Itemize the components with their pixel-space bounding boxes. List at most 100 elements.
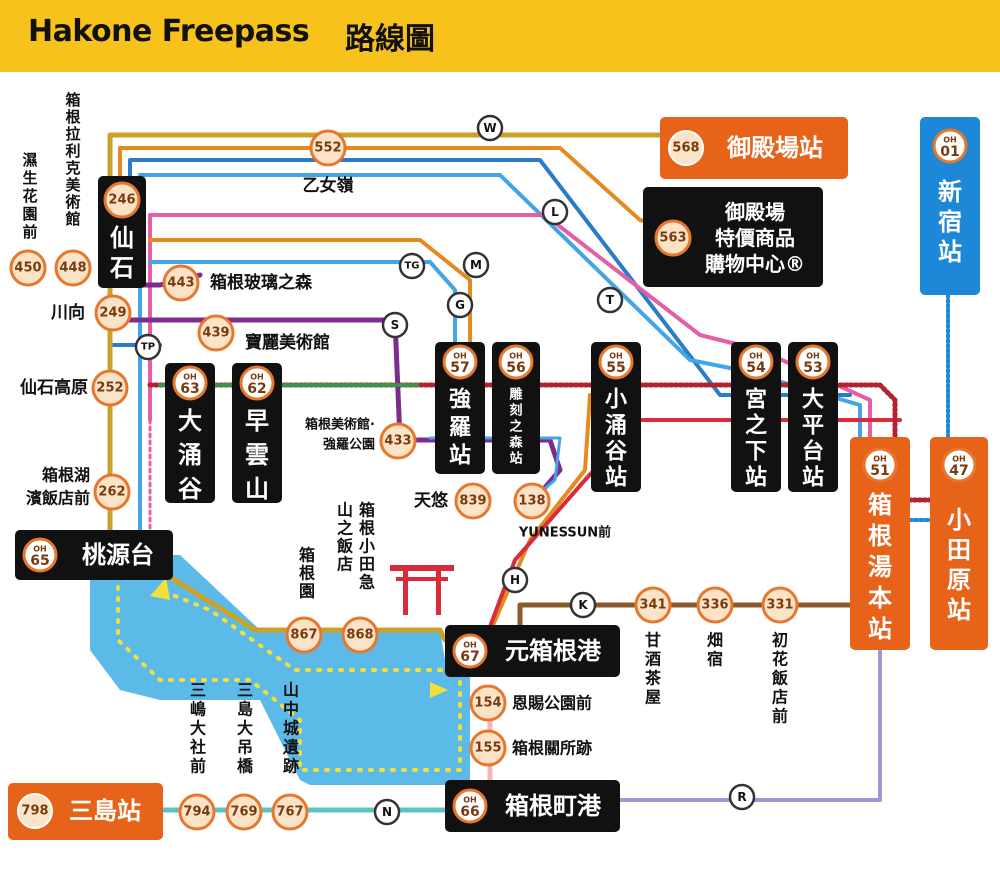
station-name: 山	[245, 475, 269, 503]
station-number: 67	[460, 649, 479, 665]
stop-name: 甘	[645, 631, 661, 650]
stop-name: 之	[337, 519, 353, 538]
stop-name: 山	[283, 681, 299, 700]
bus-stop-331	[761, 586, 799, 624]
station-line-code: OH	[943, 136, 957, 145]
bus-stop-336	[696, 586, 734, 624]
station-name: 台	[802, 439, 824, 465]
brand-title: Hakone Freepass	[28, 14, 310, 49]
stop-name: 嶋	[190, 700, 206, 719]
stop-name: 遺	[283, 738, 300, 757]
stop-name: 花	[22, 187, 37, 205]
station-number: 51	[870, 463, 889, 479]
stop-name: YUNESSUN前	[518, 525, 611, 541]
station-number: 01	[940, 144, 959, 160]
station-name: 原	[947, 566, 971, 594]
stop-name: 屋	[645, 688, 661, 707]
bus-stop-code: 331	[766, 598, 793, 613]
station-name: 站	[868, 615, 892, 643]
bus-stop-839	[454, 482, 492, 520]
bus-stop-code: 794	[183, 805, 210, 820]
station-line-code: OH	[952, 455, 966, 464]
station-name: 箱根町港	[505, 792, 602, 820]
station-shinjuku	[920, 117, 980, 295]
station-name: 御殿場站	[726, 134, 823, 162]
stop-name: 園	[299, 582, 315, 601]
station-name: 站	[947, 596, 971, 624]
stop-name: 箱根玻璃之森	[210, 272, 313, 293]
bus-stop-code: 839	[459, 494, 486, 509]
station-number: 66	[460, 804, 479, 820]
bus-stop-450	[9, 249, 47, 287]
stop-name: 三	[190, 681, 206, 700]
bus-stop-443	[162, 264, 200, 302]
station-name: 之	[745, 413, 767, 439]
station-line-code: OH	[463, 796, 477, 805]
station-number-icon	[452, 633, 488, 669]
stop-name: 根	[359, 519, 375, 538]
route-marker-label: G	[455, 298, 465, 312]
station-name: 田	[947, 536, 971, 564]
station-name: 桃源台	[82, 541, 154, 569]
bus-stop-867	[285, 616, 323, 654]
bus-stop-code: 341	[639, 598, 666, 613]
route-marker-label: M	[470, 258, 482, 272]
bus-stop-code: 246	[108, 193, 135, 208]
route-marker-tp	[134, 333, 162, 361]
station-line-code: OH	[183, 373, 197, 382]
stop-name: 島	[237, 700, 253, 719]
bus-stop-552	[309, 129, 347, 167]
stop-name: 前	[190, 757, 206, 776]
station-name: 購物中心®	[705, 252, 805, 276]
ferry-route	[116, 563, 462, 772]
station-name: 仙	[110, 224, 134, 252]
route-marker-w	[476, 114, 504, 142]
lake-ashi	[90, 555, 470, 785]
stop-name: 宿	[707, 650, 723, 669]
bus-stop-563	[654, 219, 692, 257]
bus-stop-code: 798	[21, 804, 48, 819]
station-number-icon	[941, 447, 977, 483]
station-name: 雕	[509, 387, 522, 403]
station-name: 下	[745, 440, 767, 465]
stop-name: 小	[359, 537, 375, 556]
bus-stop-code: 568	[672, 141, 699, 156]
station-number: 63	[180, 381, 199, 397]
stop-name: 飯	[771, 669, 788, 688]
stop-labels: 乙女嶺濕生花園前箱根拉利克美術館箱根玻璃之森川向寶麗美術館仙石高原箱根美術館·強…	[20, 91, 788, 776]
stop-name: 美	[65, 176, 81, 194]
bus-stop-794	[178, 793, 216, 831]
stop-name: 利	[65, 142, 80, 160]
route-line	[107, 237, 448, 643]
bus-stop-767	[271, 793, 309, 831]
station-name: 御殿場	[724, 200, 785, 224]
route-marker-m	[462, 251, 490, 279]
bus-stop-code: 867	[290, 628, 317, 643]
route-marker-label: TP	[141, 342, 155, 353]
station-line-code: OH	[609, 352, 623, 361]
bus-stop-252	[91, 369, 129, 407]
route-marker-label: S	[391, 318, 400, 332]
station-ohiradai	[788, 342, 838, 492]
station-number: 47	[949, 463, 968, 479]
station-name: 刻	[509, 403, 522, 419]
station-chokoku	[492, 342, 540, 474]
route-marker-label: R	[737, 790, 746, 804]
station-name: 特價商品	[715, 226, 795, 250]
station-line-code: OH	[873, 455, 887, 464]
route-g-line	[148, 260, 457, 352]
station-name: 谷	[178, 475, 203, 503]
route-r-line	[528, 648, 882, 802]
stop-name: 強羅公園	[323, 437, 375, 453]
station-name: 涌	[178, 441, 202, 469]
stop-name: 克	[65, 159, 80, 177]
bus-stop-868	[341, 616, 379, 654]
bus-stop-769	[225, 793, 263, 831]
bus-stop-433	[379, 422, 417, 460]
station-number-icon	[498, 344, 534, 380]
station-name: 三島站	[69, 797, 141, 825]
stop-name: 橋	[237, 757, 254, 776]
station-line-code: OH	[250, 373, 264, 382]
